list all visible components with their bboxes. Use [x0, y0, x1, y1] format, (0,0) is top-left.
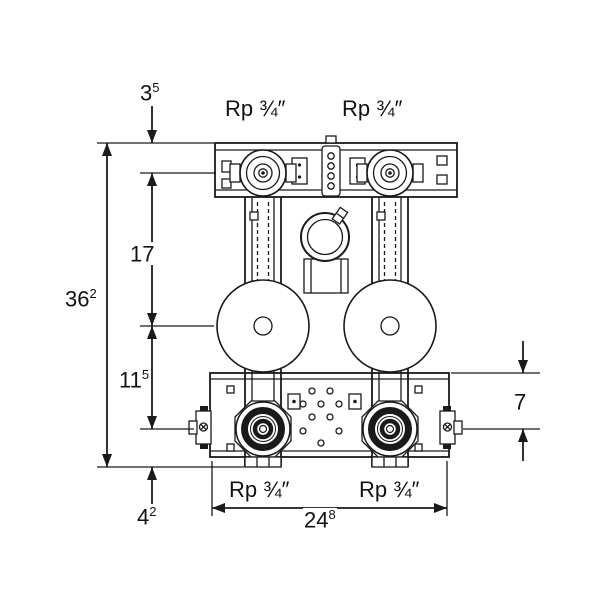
top-right-connection [356, 149, 424, 197]
dimension-lower-spacing: 115 [118, 367, 151, 393]
dimension-right-offset: 7 [513, 389, 528, 415]
dimension-value: 3 [140, 80, 153, 106]
dimension-value: 11 [119, 367, 142, 393]
dimension-value: 36 [65, 286, 90, 312]
right-rail-foot [371, 456, 409, 468]
pipe-clamp-bracket [303, 258, 349, 294]
connection-label-top-left: Rp ¾″ [224, 96, 287, 121]
left-protection-disc [216, 279, 310, 373]
dimension-value: 7 [514, 389, 527, 415]
pipe-clamp [300, 206, 350, 262]
dimension-superscript: 5 [152, 80, 160, 95]
dimension-upper-spacing: 17 [129, 241, 156, 267]
dimension-bottom-offset: 42 [136, 504, 158, 530]
bottom-right-connection [361, 400, 419, 458]
dimension-superscript: 2 [149, 504, 157, 519]
left-rail-foot [244, 456, 282, 468]
dimension-overall-width: 248 [303, 507, 337, 533]
top-left-connection [229, 149, 297, 197]
dimension-top-offset: 35 [139, 80, 161, 106]
dimension-value: 4 [137, 504, 150, 530]
connection-label-top-right: Rp ¾″ [341, 96, 404, 121]
bottom-left-connection [234, 400, 292, 458]
dimension-superscript: 8 [328, 507, 336, 522]
connection-label-bottom-left: Rp ¾″ [228, 477, 291, 502]
right-wall-anchor [439, 406, 463, 449]
dimension-value: 17 [130, 241, 155, 267]
dimension-value: 24 [304, 507, 329, 533]
dimension-overall-height: 362 [64, 286, 98, 312]
dimension-superscript: 5 [141, 367, 150, 382]
connection-label-bottom-right: Rp ¾″ [358, 477, 421, 502]
dimension-superscript: 2 [89, 286, 97, 301]
right-protection-disc [343, 279, 437, 373]
left-wall-anchor [188, 406, 212, 449]
